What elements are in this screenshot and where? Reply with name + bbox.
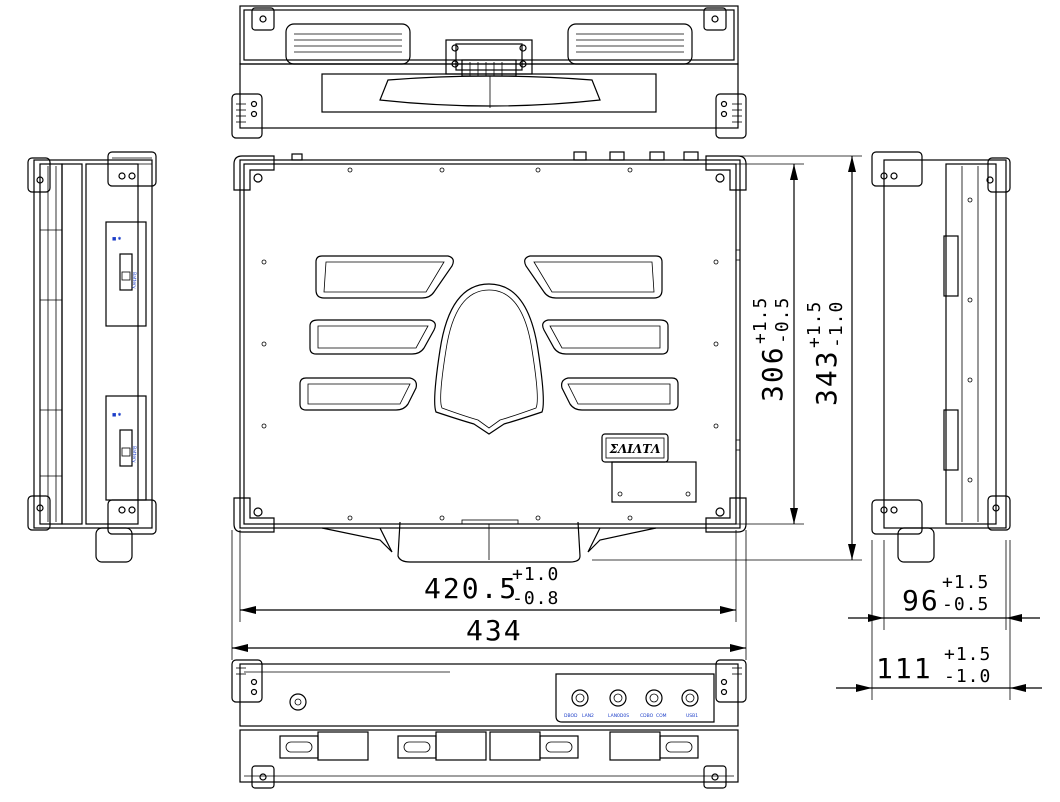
front-view: ΣΛΙΛΤΛ [233,151,747,563]
corner-bumper-bl [233,497,275,533]
port-label: DBOD [564,713,578,719]
svg-text:96: 96 [902,584,940,617]
svg-text:-0.8: -0.8 [512,588,559,609]
svg-text:+1.5: +1.5 [944,644,991,665]
svg-text:343: 343 [810,349,843,406]
dim-width-outer: 434 [466,614,523,647]
svg-text:-0.5: -0.5 [772,297,793,344]
svg-text:-1.0: -1.0 [944,666,991,687]
svg-text:■ ✱: ■ ✱ [112,236,122,242]
right-side-view [871,151,1011,563]
handle-bottom [321,519,657,563]
foot-left-side-bottom [27,495,157,563]
foot-right-side-bottom [871,495,1011,563]
svg-text:ΣΛΙΛΤΛ: ΣΛΙΛΤΛ [609,442,661,456]
screw-icon [251,765,727,789]
vent-grille-left [285,23,411,65]
port-panel: DBOD LAN2 LAN0D0S CDBO COM USB1 [555,673,715,723]
top-connectors [291,151,699,161]
handle-top [321,73,657,113]
dim-height-inner: 306 +1.5 -0.5 [750,297,793,402]
screw-icon [251,7,727,31]
top-view [231,5,747,139]
svg-text:+1.5: +1.5 [750,297,771,344]
svg-text:+1.5: +1.5 [804,301,825,348]
foot-left-side-top [27,151,157,193]
bottom-view: DBOD LAN2 LAN0D0S CDBO COM USB1 [231,659,747,789]
name-plate [611,461,697,503]
dimension-lines [231,155,1042,700]
corner-bumper-tl [233,155,275,191]
hinge-block [445,39,533,77]
left-side-view: ■ ✱ Battery ■ ✱ Battery [27,151,157,563]
svg-text:420.5: 420.5 [424,572,518,605]
svg-text:Battery: Battery [131,272,137,289]
battery-module-bottom: ■ ✱ Battery [105,395,147,501]
foot-bottom-right [715,659,747,703]
port-label: COM [656,713,667,719]
port-connector-icon [571,689,699,707]
battery-module-top: ■ ✱ Battery [105,221,147,327]
dim-depth-inner: 96 +1.5 -0.5 [902,572,989,617]
foot-left [231,93,263,139]
dim-depth-outer: 111 +1.5 -1.0 [876,644,991,687]
port-label: LAN2 [582,713,594,719]
power-jack-icon [289,693,307,711]
svg-text:+1.5: +1.5 [942,572,989,593]
port-label: LAN0D0S [608,713,629,719]
vent-slots-left [299,255,454,411]
corner-bumper-br [705,497,747,533]
latch-row [279,731,699,761]
vent-slots-right [524,255,679,411]
dim-width-inner: 420.5 +1.0 -0.8 [424,564,559,609]
svg-text:-0.5: -0.5 [942,594,989,615]
svg-text:306: 306 [756,345,789,402]
svg-text:Battery: Battery [131,446,137,463]
edge-screws [261,167,719,521]
brand-logo: ΣΛΙΛΤΛ [601,433,669,463]
vent-grille-right [567,23,693,65]
port-label: USB1 [686,713,698,719]
foot-right-side-top [871,151,1011,193]
svg-text:+1.0: +1.0 [512,564,559,585]
svg-text:434: 434 [466,614,523,647]
corner-bumper-tr [705,155,747,191]
dim-height-outer: 343 +1.5 -1.0 [804,301,847,406]
center-shield [434,283,544,435]
foot-bottom-left [231,659,263,703]
svg-text:-1.0: -1.0 [826,301,847,348]
port-label: CDBO [640,713,654,719]
foot-right [715,93,747,139]
svg-text:111: 111 [876,652,933,685]
svg-text:■ ✱: ■ ✱ [112,412,122,418]
